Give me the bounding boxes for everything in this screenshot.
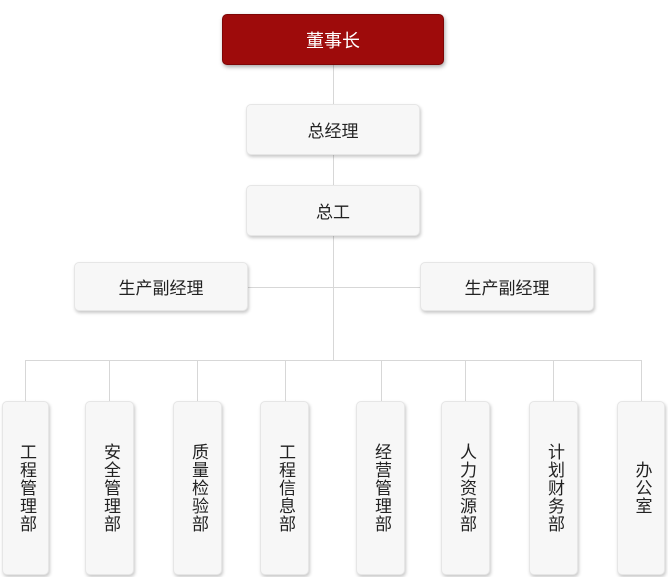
connector-dept-7: [553, 360, 554, 402]
connector-dept-1: [25, 360, 26, 402]
general-manager-box: 总经理: [246, 104, 420, 155]
department-engineering-management: 工程管理部: [2, 401, 49, 575]
chairman-box: 董事长: [222, 14, 444, 65]
connector-dept-5: [381, 360, 382, 402]
connector-dept-2: [109, 360, 110, 402]
connector-dept-4: [285, 360, 286, 402]
department-planning-finance: 计划财务部: [529, 401, 578, 575]
department-office: 办公室: [617, 401, 665, 575]
department-engineering-information: 工程信息部: [260, 401, 309, 575]
connector-dept-6: [465, 360, 466, 402]
department-safety-management: 安全管理部: [85, 401, 134, 575]
deputy-manager-right-box: 生产副经理: [420, 262, 594, 311]
connector-chief-trunk: [333, 235, 334, 361]
connector-department-bus: [25, 360, 642, 361]
department-business-management: 经营管理部: [356, 401, 405, 575]
department-quality-inspection: 质量检验部: [173, 401, 222, 575]
connector-dept-3: [197, 360, 198, 402]
connector-chairman-gm: [333, 65, 334, 105]
connector-deputy-branch: [247, 287, 421, 288]
chief-engineer-box: 总工: [246, 185, 420, 236]
connector-gm-chief: [333, 154, 334, 186]
deputy-manager-left-box: 生产副经理: [74, 262, 248, 311]
connector-dept-8: [641, 360, 642, 402]
department-human-resources: 人力资源部: [441, 401, 490, 575]
